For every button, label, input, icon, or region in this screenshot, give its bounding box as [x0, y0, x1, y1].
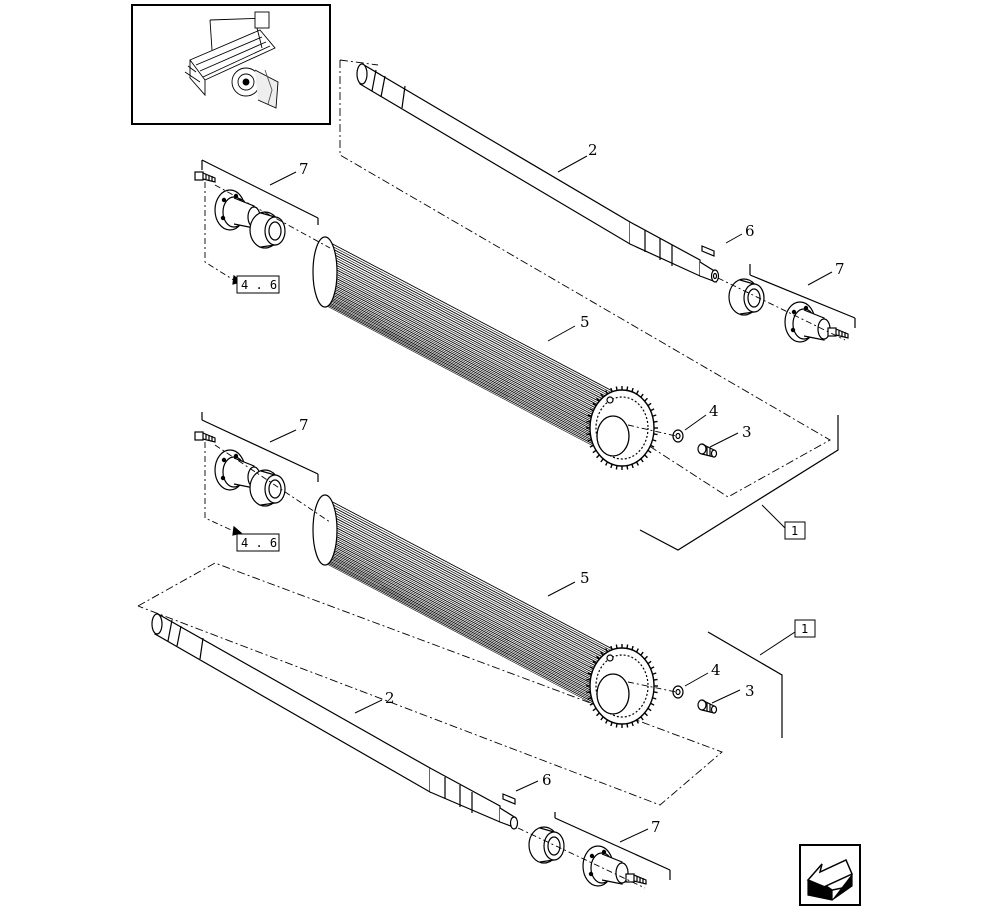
callout-lower-right-flange: 7 — [651, 818, 661, 836]
callout-lower-bolt: 3 — [745, 682, 755, 700]
upper-roller[interactable] — [312, 236, 659, 471]
ref-upper-left-text: 4 . 6 — [241, 278, 277, 292]
upper-right-collar[interactable] — [728, 278, 765, 316]
upper-left-collar[interactable] — [249, 211, 286, 249]
lower-key[interactable] — [502, 793, 516, 805]
machine-overview-thumbnail[interactable] — [131, 4, 331, 125]
lower-left-bracket — [201, 419, 319, 475]
ref-box-lower-group[interactable]: 1 — [794, 619, 816, 638]
upper-right-bracket — [749, 274, 856, 319]
lower-assembly-outline — [137, 562, 723, 806]
ref-box-upper-group[interactable]: 1 — [784, 521, 806, 540]
callout-upper-shaft: 2 — [588, 141, 598, 159]
lower-right-collar[interactable] — [528, 826, 565, 864]
lower-left-collar[interactable] — [249, 469, 286, 507]
upper-right-screw[interactable] — [827, 327, 849, 339]
lower-left-screw[interactable] — [194, 431, 216, 443]
callout-lower-shaft: 2 — [385, 689, 395, 707]
callout-lower-roller: 5 — [580, 569, 590, 587]
callout-lower-key: 6 — [542, 771, 552, 789]
callout-upper-left-flange: 7 — [299, 160, 309, 178]
lower-right-bracket — [554, 817, 671, 871]
upper-key[interactable] — [701, 245, 715, 257]
callout-upper-washer: 4 — [709, 402, 719, 420]
callout-lower-left-flange: 7 — [299, 416, 309, 434]
upper-left-bracket — [201, 159, 319, 219]
lower-right-flange[interactable] — [582, 845, 629, 887]
callout-upper-key: 6 — [745, 222, 755, 240]
callout-lower-washer: 4 — [711, 661, 721, 679]
callout-upper-bolt: 3 — [742, 423, 752, 441]
upper-group-bracket — [639, 415, 839, 551]
upper-assembly-outline — [339, 60, 831, 498]
lower-shaft[interactable] — [151, 613, 519, 830]
callout-upper-right-flange: 7 — [835, 260, 845, 278]
upper-left-screw[interactable] — [194, 171, 216, 183]
upper-bolt[interactable] — [697, 443, 718, 458]
ref-box-lower-left[interactable]: 4 . 6 — [236, 533, 280, 552]
upper-shaft[interactable] — [356, 63, 720, 283]
ref-box-upper-left[interactable]: 4 . 6 — [236, 275, 280, 294]
ref-lower-group-text: 1 — [801, 622, 808, 636]
lower-roller[interactable] — [312, 494, 659, 729]
lower-group-bracket — [707, 631, 783, 738]
callout-upper-roller: 5 — [580, 313, 590, 331]
ref-upper-group-text: 1 — [791, 524, 798, 538]
ref-lower-left-text: 4 . 6 — [241, 536, 277, 550]
previous-page-arrow-icon[interactable] — [799, 844, 861, 906]
lower-right-screw[interactable] — [625, 873, 647, 885]
